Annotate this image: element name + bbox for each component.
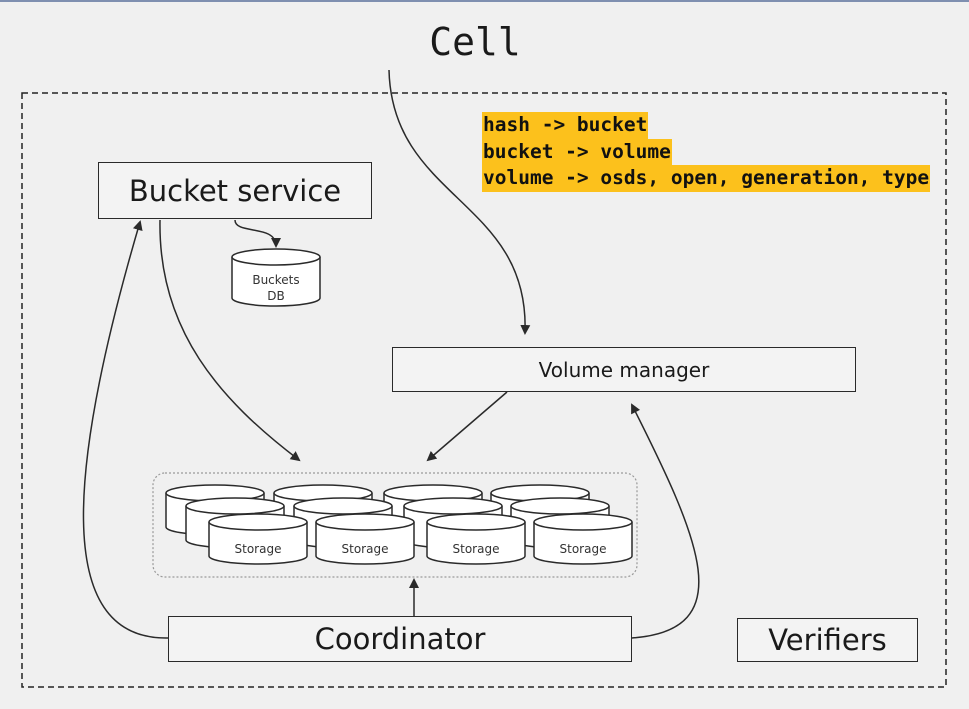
- storage-cylinder: [426, 513, 526, 565]
- arrow-volume-manager-to-storage: [426, 391, 508, 462]
- coordinator-label: Coordinator: [314, 622, 486, 656]
- storage-label-4: Storage: [559, 542, 607, 556]
- arrow-bucket-service-to-storage: [159, 219, 301, 462]
- mapping-line-volume: volume -> osds, open, generation, type: [482, 165, 931, 192]
- volume-manager-label: Volume manager: [538, 357, 710, 382]
- storage-cylinder: [315, 513, 415, 565]
- verifiers-label: Verifiers: [768, 623, 887, 657]
- volume-manager-box: Volume manager: [392, 347, 856, 392]
- mapping-line-hash: hash -> bucket: [482, 112, 649, 139]
- storage-label-1: Storage: [234, 542, 282, 556]
- top-border: [0, 0, 969, 2]
- storage-label-2: Storage: [341, 542, 389, 556]
- buckets-db-cylinder: [231, 248, 321, 307]
- cell-boundary: [21, 92, 947, 688]
- arrow-coordinator-to-bucket-service: [82, 220, 169, 639]
- mapping-line-bucket: bucket -> volume: [482, 138, 672, 165]
- buckets-db-label: Buckets DB: [232, 272, 320, 304]
- buckets-db-label-line2: DB: [267, 289, 285, 303]
- arrow-cell-to-volume-manager: [388, 69, 531, 335]
- cell-title: Cell: [429, 20, 521, 64]
- mapping-legend: hash -> bucket bucket -> volume volume -…: [482, 112, 931, 192]
- bucket-service-box: Bucket service: [98, 162, 372, 219]
- storage-cylinder: [208, 513, 308, 565]
- verifiers-box: Verifiers: [737, 618, 918, 662]
- storage-cluster-group: [152, 472, 638, 578]
- buckets-db-label-line1: Buckets: [252, 273, 300, 287]
- storage-cylinder: [533, 513, 633, 565]
- coordinator-box: Coordinator: [168, 616, 632, 662]
- arrow-bucket-service-to-db: [234, 219, 281, 248]
- arrow-coordinator-to-volume-manager: [631, 403, 700, 639]
- storage-label-3: Storage: [452, 542, 500, 556]
- bucket-service-label: Bucket service: [128, 173, 342, 208]
- storage-cylinders: [165, 484, 633, 565]
